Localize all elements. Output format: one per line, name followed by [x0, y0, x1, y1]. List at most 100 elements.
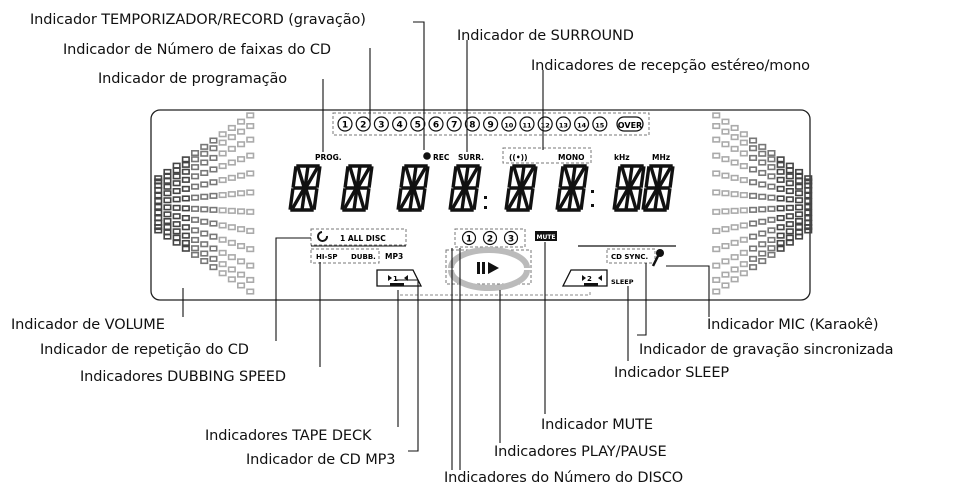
volume-bar-segment: [246, 112, 255, 119]
volume-bar-segment: [246, 262, 255, 269]
volume-bar-segment: [181, 239, 190, 246]
volume-bar-segment: [712, 152, 721, 159]
play-disc-arc-top: [448, 247, 530, 269]
volume-bar-segment: [191, 227, 200, 234]
volume-bar-segment: [730, 159, 739, 166]
volume-bar-segment: [218, 222, 227, 229]
volume-bar-segment: [739, 131, 748, 138]
volume-bar-segment: [172, 204, 181, 211]
volume-bar-segment: [712, 123, 721, 130]
volume-bar-segment: [246, 136, 255, 143]
volume-bar-segment: [209, 166, 218, 173]
volume-bar-segment: [227, 174, 236, 181]
tape-deck-2-left-arrow: [582, 275, 586, 281]
rec-indicator: REC: [433, 153, 450, 162]
label-cd-mp3: Indicador de CD MP3: [246, 452, 396, 468]
volume-bar-segment: [748, 192, 758, 199]
track-number-text: 15: [595, 122, 605, 130]
volume-bar-segment: [172, 167, 181, 174]
volume-bar-segment: [246, 208, 255, 215]
label-sync-record: Indicador de gravação sincronizada: [639, 342, 894, 358]
volume-bar-segment: [246, 189, 255, 196]
volume-bar-segment: [712, 170, 721, 177]
volume-bar-segment: [227, 266, 236, 273]
label-volume: Indicador de VOLUME: [11, 317, 165, 333]
volume-bar-segment: [721, 208, 730, 215]
volume-bar-segment: [776, 156, 785, 163]
volume-bar-segment: [154, 203, 163, 210]
volume-bar-segment: [739, 139, 748, 146]
segment-digit: [641, 164, 675, 212]
volume-bar-segment: [794, 177, 804, 184]
volume-bar-segment: [748, 154, 758, 161]
volume-bar-segment: [237, 208, 246, 215]
track-number-circle: [537, 116, 553, 132]
volume-bar-segment: [181, 156, 190, 163]
volume-bar-segment: [739, 270, 748, 277]
over-badge-frame: [616, 116, 644, 132]
pause-icon-right: [482, 262, 485, 274]
track-number-circle: [337, 116, 353, 132]
volume-bar-segment: [172, 239, 181, 246]
mute-text: MUTE: [536, 234, 555, 241]
volume-bar-segment: [209, 233, 218, 240]
track-number-circle: [428, 116, 444, 132]
volume-bar-segment: [767, 156, 776, 163]
volume-bar-segment: [227, 239, 236, 246]
volume-bar-segment: [163, 224, 172, 231]
volume-bar-segment: [246, 288, 255, 295]
volume-bar-segment: [758, 230, 767, 237]
pause-icon-left: [477, 262, 480, 274]
track-number-text: 1: [342, 121, 348, 131]
volume-bar-segment: [758, 257, 767, 265]
volume-bar-segment: [227, 254, 236, 261]
volume-bar-segment: [200, 241, 209, 248]
mp3-text: MP3: [385, 252, 403, 261]
volume-bar-segment: [730, 224, 739, 231]
volume-bar-segment: [739, 207, 748, 214]
volume-bar-segment: [748, 264, 758, 271]
colon-dot: [591, 204, 594, 207]
volume-bar-segment: [154, 192, 163, 199]
volume-bar-segment: [209, 245, 218, 252]
volume-bar-segment: [218, 139, 227, 146]
segment-digit: [504, 164, 538, 212]
volume-bar-segment: [785, 221, 794, 228]
track-number-text: 2: [360, 121, 366, 131]
volume-bar-segment: [712, 288, 721, 295]
volume-bar-segment: [181, 161, 190, 168]
volume-bar-segment: [172, 180, 181, 187]
volume-bar-segment: [163, 218, 172, 225]
volume-bar-segment: [227, 276, 236, 283]
track-number-circle: [410, 116, 426, 132]
volume-bar-segment: [739, 177, 748, 184]
volume-bar-segment: [181, 232, 190, 239]
volume-bar-segment: [200, 193, 209, 200]
volume-bar-segment: [730, 266, 739, 273]
volume-bar-segment: [776, 185, 785, 192]
volume-bar-segment: [181, 245, 190, 252]
tape-deck-1-number: 1: [393, 275, 398, 283]
volume-bar-segment: [721, 156, 730, 163]
volume-bar-segment: [767, 227, 776, 234]
volume-bar-segment: [758, 218, 767, 225]
volume-bar-segment: [163, 190, 172, 197]
volume-bar-segment: [237, 128, 246, 135]
label-play-pause: Indicadores PLAY/PAUSE: [494, 444, 667, 460]
stereo-indicator: ((•)): [509, 153, 528, 162]
volume-bar-segment: [767, 164, 776, 171]
segment-digit: [612, 164, 646, 212]
volume-bar-segment: [748, 220, 758, 227]
volume-bar-segment: [191, 150, 200, 157]
cd-sync-box: [606, 248, 656, 264]
volume-bar-segment: [776, 232, 785, 239]
track-number-text: 9: [487, 121, 493, 131]
track-number-circle: [501, 116, 517, 132]
volume-bar-segment: [237, 118, 246, 125]
volume-bar-segment: [785, 239, 794, 246]
hispeed-text: HI-SP: [316, 253, 338, 261]
play-icon: [488, 262, 499, 274]
